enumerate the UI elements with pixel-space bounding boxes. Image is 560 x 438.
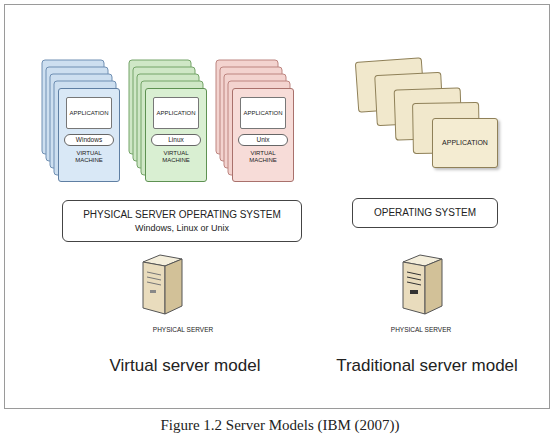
figure-frame [5,5,550,409]
os-pill: Windows [64,134,114,146]
node-text: VIRTUAL MACHINE [236,150,290,164]
application-box: APPLICATION [240,97,286,129]
application-card: APPLICATION [432,118,498,168]
os-box: OPERATING SYSTEM [352,198,498,228]
application-box: APPLICATION [66,97,112,129]
node-text: VIRTUAL MACHINE [62,150,116,164]
application-box: APPLICATION [153,97,199,129]
node-text: PHYSICAL SERVER OPERATING SYSTEM [83,209,281,221]
node-text: APPLICATION [243,110,282,117]
server-label: PHYSICAL SERVER [291,326,551,333]
node-text: Windows [76,136,102,143]
figure-caption: Figure 1.2 Server Models (IBM (2007)) [20,417,540,434]
virtual-machine-card: VIRTUAL MACHINE APPLICATION Windows [58,88,120,182]
node-text: OPERATING SYSTEM [374,207,476,219]
os-pill: Unix [238,134,288,146]
server-icon [403,255,442,314]
node-text: APPLICATION [156,110,195,117]
virtual-machine-card: VIRTUAL MACHINE APPLICATION Unix [232,88,294,182]
node-text: Unix [256,136,269,143]
virtual-machine-card: VIRTUAL MACHINE APPLICATION Linux [145,88,207,182]
node-text: APPLICATION [442,139,488,147]
server-icon [143,255,182,314]
node-text: Windows, Linux or Unix [135,223,229,233]
os-pill: Linux [151,134,201,146]
node-text: APPLICATION [69,110,108,117]
server-label: PHYSICAL SERVER [53,326,313,333]
node-text: VIRTUAL MACHINE [149,150,203,164]
host-os-box: PHYSICAL SERVER OPERATING SYSTEM Windows,… [62,200,302,242]
model-title: Traditional server model [297,356,557,376]
node-text: Linux [168,136,184,143]
model-title: Virtual server model [55,356,315,376]
